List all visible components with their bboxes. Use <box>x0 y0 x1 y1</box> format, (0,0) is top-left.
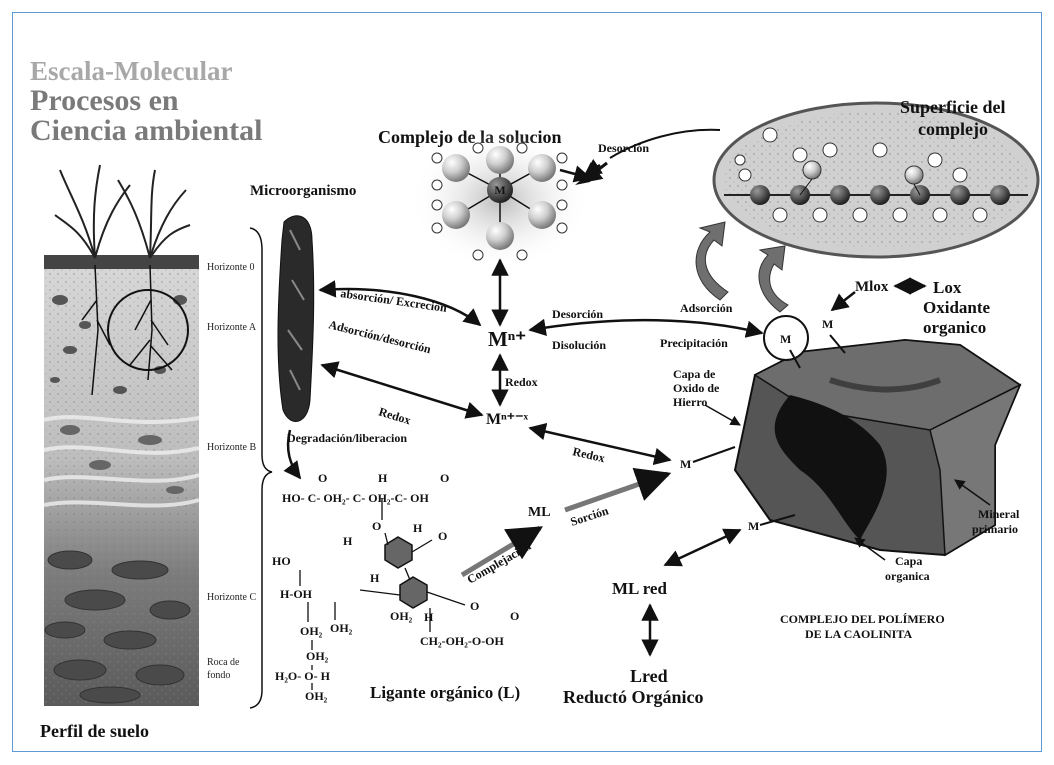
chem-o-2: O <box>440 471 449 485</box>
organic-layer-label-1: Capa <box>895 554 922 568</box>
chem-o-5: O <box>470 599 479 613</box>
lred-label: Lred <box>630 666 668 686</box>
soil-profile <box>44 165 199 706</box>
chem-h-4: H <box>370 571 380 585</box>
profile-bracket <box>250 228 272 708</box>
complex-metal: M <box>494 183 505 197</box>
chem-oh2-1: OH₂ <box>300 624 323 638</box>
primary-mineral-label-1: Mineral <box>978 507 1020 521</box>
chem-line-1: HO- C- OH₂- C- OH₂-C- OH <box>282 491 430 505</box>
chem-oh2-4: OH₂ <box>305 689 328 703</box>
process-absorcion-excrecion: absorción/ Excreción <box>340 286 448 315</box>
surface-complex <box>714 103 1038 257</box>
chem-oh-line: H-OH <box>280 587 313 601</box>
process-adsorcion-desorcion: Adsorción/desorción <box>327 317 432 356</box>
chem-o-1: O <box>318 471 327 485</box>
process-adsorcion: Adsorción <box>680 301 733 315</box>
chem-oh2-3: OH₂ <box>306 649 329 663</box>
primary-mineral-label-2: primario <box>972 522 1018 536</box>
organic-oxidant-label-2: organico <box>923 318 986 337</box>
horizon-a: Horizonte A <box>207 322 257 333</box>
microorganism <box>278 216 314 422</box>
chem-o-6: O <box>510 609 519 623</box>
chem-h2o-line: H₂O- O- H <box>275 669 331 683</box>
chem-o-3: O <box>372 519 381 533</box>
chem-h-3: H <box>413 521 423 535</box>
lox-label: Lox <box>933 278 962 297</box>
surface-metal-label: M <box>780 332 791 346</box>
process-disolucion: Disolución <box>552 338 606 352</box>
organic-layer-label-2: organica <box>885 569 930 583</box>
soil-profile-label: Perfil de suelo <box>40 721 149 741</box>
horizon-bedrock-1: Roca de <box>207 657 240 668</box>
microorganism-label: Microorganismo <box>250 183 356 199</box>
ml-red-label: ML red <box>612 579 667 598</box>
chem-ho: HO <box>272 554 291 568</box>
sorption-arrow <box>565 474 668 510</box>
kaolinite-label-2: DE LA CAOLINITA <box>805 627 912 641</box>
iron-oxide-label-3: Hierro <box>673 395 707 409</box>
surface-m-mid: M <box>680 457 691 471</box>
chem-ch2: CH₂-OH₂-O-OH <box>420 634 505 648</box>
metal-ion-reduced: Mⁿ⁺⁻ˣ <box>486 411 529 428</box>
chem-oh2-2: OH₂ <box>330 621 353 635</box>
chem-h-2: H <box>343 534 353 548</box>
metal-ion-mn: Mⁿ⁺ <box>488 327 526 351</box>
horizon-c: Horizonte C <box>207 592 256 603</box>
horizon-0: Horizonte 0 <box>207 262 255 273</box>
adsorption-curved-arrow-2 <box>759 246 788 312</box>
kaolinite-label-1: COMPLEJO DEL POLÍMERO <box>780 612 945 626</box>
iron-oxide-label-1: Capa de <box>673 367 716 381</box>
surface-m-top: M <box>822 317 833 331</box>
process-redox-m: Redox <box>571 444 606 465</box>
chem-o-4: O <box>438 529 447 543</box>
process-desorcion-mid: Desorción <box>552 307 603 321</box>
process-degradacion: Degradación/liberacion <box>287 431 407 445</box>
surface-complex-label-1: Superficie del <box>900 97 1006 117</box>
process-complejacion: Complejación <box>465 539 534 587</box>
organic-reductant-label: Reductó Orgánico <box>563 687 703 707</box>
solution-complex: M <box>410 130 590 270</box>
metal-ligand-ml: ML <box>528 505 551 520</box>
adsorption-curved-arrow-1 <box>696 222 728 300</box>
surface-m-bottom: M <box>748 519 759 533</box>
process-redox-micro: Redox <box>377 404 412 427</box>
chem-oh-bottom: OH₂ <box>390 609 413 623</box>
chem-h-5: H <box>424 610 434 624</box>
organic-ligand-structure: HO- C- OH₂- C- OH₂-C- OH O O H O H H O H… <box>272 471 519 703</box>
horizon-bedrock-2: fondo <box>207 670 230 681</box>
chem-h-1: H <box>378 471 388 485</box>
horizon-b: Horizonte B <box>207 442 256 453</box>
process-redox-vertical: Redox <box>505 375 538 389</box>
iron-oxide-label-2: Oxido de <box>673 381 720 395</box>
surface-complex-label-2: complejo <box>918 119 988 139</box>
organic-oxidant-label-1: Oxidante <box>923 298 991 317</box>
title-line-1: Procesos en <box>30 84 179 117</box>
process-desorcion-top: Desorción <box>598 141 649 155</box>
title-line-2: Ciencia ambiental <box>30 114 263 147</box>
organic-ligand-label: Ligante orgánico (L) <box>370 683 520 702</box>
mlox-label: Mlox <box>855 279 889 295</box>
scale-label: Escala-Molecular <box>30 56 232 86</box>
process-precipitacion: Precipitación <box>660 336 728 350</box>
